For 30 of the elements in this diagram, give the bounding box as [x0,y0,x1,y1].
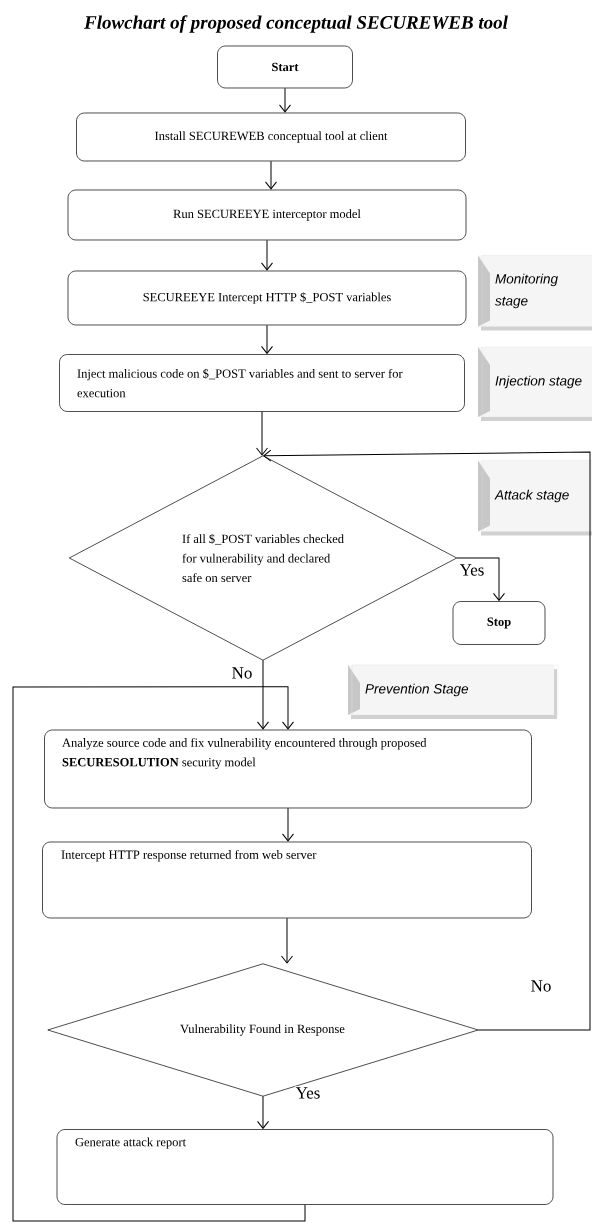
process-box: Inject malicious code on $_POST variables and sent to server for execution [59,354,465,412]
title: Flowchart of proposed conceptual SECUREWEB tool [84,15,508,33]
edge-label: No [529,979,553,993]
arrow [263,449,591,1031]
process-box: Start [217,45,353,89]
process-box: Run SECUREEYE interceptor model [67,189,467,241]
arrow [279,87,291,113]
process-box: Analyze source code and fix vulnerability encountered through proposed SECURESOLUTION security model [44,729,532,809]
stage-tab: Prevention Stage [348,664,559,719]
arrow [281,917,293,964]
stage-tab: Attack stage [478,460,592,536]
stage-tab: Injection stage [478,346,592,421]
arrow [261,324,273,354]
arrow [257,659,269,730]
arrow [12,686,306,1222]
edge-label: No [230,666,254,680]
process-box: SECUREEYE Intercept HTTP $_POST variables [67,270,467,326]
process-box: Intercept HTTP response returned from web server [42,841,532,919]
process-box: Generate attack report [56,1129,554,1205]
process-box: Stop [452,601,546,645]
process-box: Install SECUREWEB conceptual tool at client [76,112,466,162]
arrow [261,239,273,271]
edge-label: Yes [294,1086,322,1100]
arrow [456,557,505,601]
edge-label: Yes [458,563,486,577]
arrow [257,1095,269,1129]
stage-tab: Monitoring stage [478,255,592,331]
arrow [282,807,294,842]
arrow [265,160,277,190]
arrow [256,411,268,456]
